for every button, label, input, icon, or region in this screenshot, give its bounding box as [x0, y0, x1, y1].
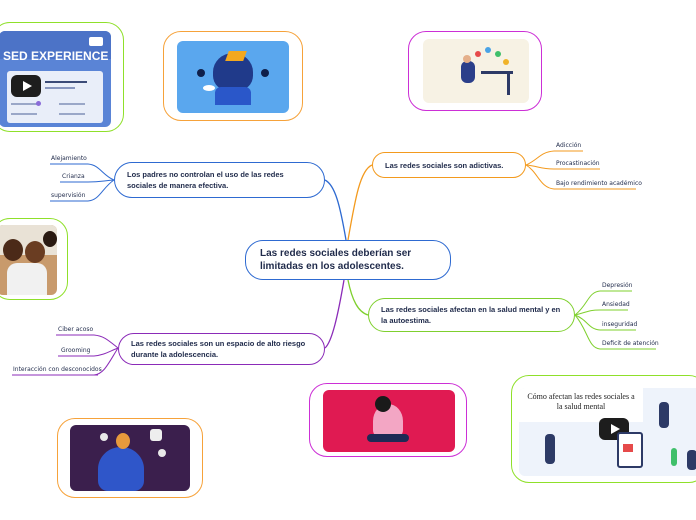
central-topic-label: Las redes sociales deberían ser limitada… [260, 248, 412, 272]
branch-riesgo-label: Las redes sociales son un espacio de alt… [131, 339, 306, 359]
leaf-procastinacion[interactable]: Procastinación [556, 160, 600, 167]
leaf-alejamiento[interactable]: Alejamiento [51, 155, 87, 162]
image-card-depressed-teen[interactable] [309, 383, 467, 457]
branch-salud[interactable]: Las redes sociales afectan en la salud m… [368, 298, 575, 332]
leaf-interaccion-desconocidos[interactable]: Interacción con desconocidos [13, 366, 102, 373]
youtube-logo-icon [89, 37, 103, 46]
leaf-crianza[interactable]: Crianza [62, 173, 85, 180]
branch-padres[interactable]: Los padres no controlan el uso de las re… [114, 162, 325, 198]
thumbs-down-icon [150, 429, 162, 441]
leaf-supervision[interactable]: supervisión [51, 192, 86, 199]
branch-adictivas[interactable]: Las redes sociales son adictivas. [372, 152, 526, 178]
sad-person-icon [98, 447, 144, 491]
leaf-depresion[interactable]: Depresión [602, 282, 633, 289]
image-card-cyberbullying[interactable] [57, 418, 203, 498]
video-card-top-left[interactable]: SED EXPERIENCE [0, 22, 124, 132]
branch-adictivas-label: Las redes sociales son adictivas. [385, 160, 504, 170]
leaf-deficit-atencion[interactable]: Deficit de atención [602, 340, 659, 347]
family-photo-icon [3, 239, 23, 261]
branch-padres-label: Los padres no controlan el uso de las re… [127, 170, 284, 190]
image-card-phone-addiction[interactable] [408, 31, 542, 111]
leaf-ciber-acoso[interactable]: Ciber acoso [58, 326, 94, 333]
branch-salud-label: Las redes sociales afectan en la salud m… [381, 305, 561, 325]
person-on-chair-icon [461, 61, 475, 83]
video-caption-text: Cómo afectan las redes sociales a la sal… [527, 392, 635, 411]
branch-riesgo[interactable]: Las redes sociales son un espacio de alt… [118, 333, 325, 365]
leaf-grooming[interactable]: Grooming [61, 347, 91, 354]
leaf-adiccion[interactable]: Adicción [556, 142, 582, 149]
image-card-stressed-teen[interactable] [163, 31, 303, 121]
play-button-icon[interactable] [11, 75, 41, 97]
video-card-bottom-right[interactable]: Cómo afectan las redes sociales a la sal… [511, 375, 696, 483]
leaf-inseguridad[interactable]: inseguridad [602, 321, 638, 328]
image-card-family[interactable] [0, 218, 68, 300]
leaf-bajo-rendimiento[interactable]: Bajo rendimiento académico [556, 180, 642, 187]
central-topic[interactable]: Las redes sociales deberían ser limitada… [245, 240, 451, 280]
video-title-text: SED EXPERIENCE [3, 49, 109, 63]
leaf-ansiedad[interactable]: Ansiedad [602, 301, 630, 308]
